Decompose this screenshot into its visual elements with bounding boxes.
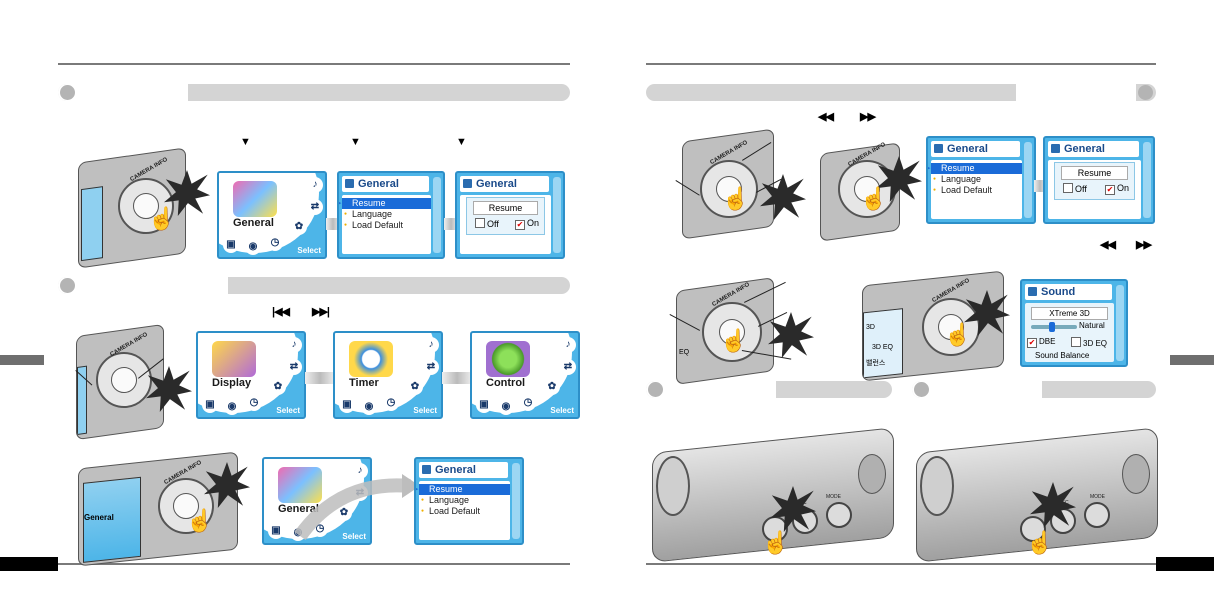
timer-icon-screen: Timer ♪ ⇄ ✿ ▣ ◉ ◷ Select <box>333 331 443 419</box>
step-arrow-2: ▼ <box>350 136 361 148</box>
section-bar-2 <box>58 277 570 294</box>
device-lcd-3d-eq: 3D EQ <box>872 344 894 351</box>
next-skip-icon: ▶▶| <box>312 306 330 318</box>
next-skip-icon-3: ▶▶ <box>1136 239 1152 251</box>
side-label-mode-1: MODE <box>826 494 841 500</box>
xtreme-slider-thumb[interactable] <box>1049 322 1055 332</box>
prev-skip-icon-3: ◀◀ <box>1100 239 1116 251</box>
general-menu-screen-3: General Resume Language Load Default <box>926 136 1036 224</box>
flow-arrow-3 <box>305 372 335 384</box>
step-arrow-3: ▼ <box>456 136 467 148</box>
option-on-2[interactable]: On <box>1117 183 1130 193</box>
side-label-mode-2: MODE <box>1090 494 1105 500</box>
option-off-2[interactable]: Off <box>1075 184 1087 194</box>
side-lens-1 <box>656 456 690 516</box>
menu-item-language-3[interactable]: Language <box>931 174 1022 185</box>
control-wheel-b[interactable] <box>96 352 152 408</box>
section-bar-5 <box>912 381 1156 398</box>
display-icon-screen: Display ♪ ⇄ ✿ ▣ ◉ ◷ Select <box>196 331 306 419</box>
flow-arrow-1 <box>326 218 340 230</box>
natural-label: Natural <box>1079 321 1105 330</box>
side-button-3-2[interactable] <box>1084 502 1110 528</box>
menu-item-load-default[interactable]: Load Default <box>342 220 431 231</box>
hand-icon-f: ☝ <box>720 328 748 353</box>
hand-icon-i: ☝ <box>1026 530 1054 555</box>
option-3d-eq[interactable]: 3D EQ <box>1083 339 1108 348</box>
xtreme-label: XTreme 3D <box>1031 307 1108 320</box>
general-menu-screen-2: General Resume Language Load Default <box>414 457 524 545</box>
right-side-tab <box>1170 355 1214 365</box>
device-lcd-eq-1: EQ <box>679 349 690 356</box>
section-bar-4 <box>646 381 892 398</box>
section-bar-1 <box>58 84 570 101</box>
side-button-rec-2[interactable] <box>1020 516 1046 542</box>
general-menu-screen-1: General Resume Language Load Default <box>337 171 445 259</box>
left-bottom-rule <box>58 563 570 565</box>
prev-skip-icon-2: ◀◀ <box>818 111 834 123</box>
control-wheel-c[interactable] <box>158 478 214 534</box>
step-arrow-1: ▼ <box>240 136 251 148</box>
hand-icon-e: ☝ <box>860 186 888 211</box>
menu-item-resume-3[interactable]: Resume <box>928 163 1022 174</box>
option-dbe[interactable]: DBE <box>1039 337 1056 346</box>
left-page-number-block <box>0 557 58 571</box>
menu-item-language-2[interactable]: Language <box>419 495 510 506</box>
left-top-rule <box>58 63 570 65</box>
sound-balance-item[interactable]: Sound Balance <box>1035 351 1090 360</box>
device-lcd-general: General <box>84 513 114 522</box>
prev-skip-icon: |◀◀ <box>272 306 290 318</box>
control-icon-screen: Control ♪ ⇄ ✿ ▣ ◉ ◷ Select <box>470 331 580 419</box>
hand-icon-a: ☝ <box>148 206 176 231</box>
option-on[interactable]: On <box>527 218 540 228</box>
control-wheel-g[interactable] <box>922 298 980 356</box>
resume-dialog-screen-2: General Resume Off ✔On <box>1043 136 1155 224</box>
hand-icon-h: ☝ <box>762 530 790 555</box>
menu-item-language[interactable]: Language <box>342 209 431 220</box>
next-skip-icon-2: ▶▶ <box>860 111 876 123</box>
control-wheel-d[interactable] <box>700 160 758 218</box>
menu-item-resume-2[interactable]: Resume <box>416 484 510 495</box>
menu-item-load-default-2[interactable]: Load Default <box>419 506 510 517</box>
left-side-tab <box>0 355 44 365</box>
menu-item-load-default-3[interactable]: Load Default <box>931 185 1022 196</box>
flow-arrow-4 <box>442 372 472 384</box>
sound-menu-screen: Sound XTreme 3D Natural ✔DBE 3D EQ Sound… <box>1020 279 1128 367</box>
curved-flow-arrow <box>294 474 420 540</box>
right-top-rule <box>646 63 1156 65</box>
right-bottom-rule <box>646 563 1156 565</box>
device-lcd-3d: 3D <box>866 324 875 331</box>
hand-icon-g: ☝ <box>944 322 972 347</box>
flow-arrow-2 <box>444 218 458 230</box>
device-lcd-korean: 밸런스 <box>866 360 886 367</box>
option-off[interactable]: Off <box>487 219 499 229</box>
menu-item-resume[interactable]: Resume <box>339 198 431 209</box>
side-speaker-2 <box>1122 454 1150 494</box>
section-bar-3 <box>646 84 1156 101</box>
press-burst-f <box>768 312 814 358</box>
resume-dialog-screen-1: General Resume Off ✔On <box>455 171 565 259</box>
hand-icon-c: ☝ <box>186 508 214 533</box>
control-wheel-a[interactable] <box>118 178 174 234</box>
side-speaker-1 <box>858 454 886 494</box>
control-wheel-f[interactable] <box>702 302 762 362</box>
side-lens-2 <box>920 456 954 516</box>
right-page-number-block <box>1156 557 1214 571</box>
side-button-3-1[interactable] <box>826 502 852 528</box>
hand-icon-d: ☝ <box>722 186 750 211</box>
general-icon-screen: General ♪ ⇄ ✿ ▣ ◉ ◷ Select <box>217 171 327 259</box>
